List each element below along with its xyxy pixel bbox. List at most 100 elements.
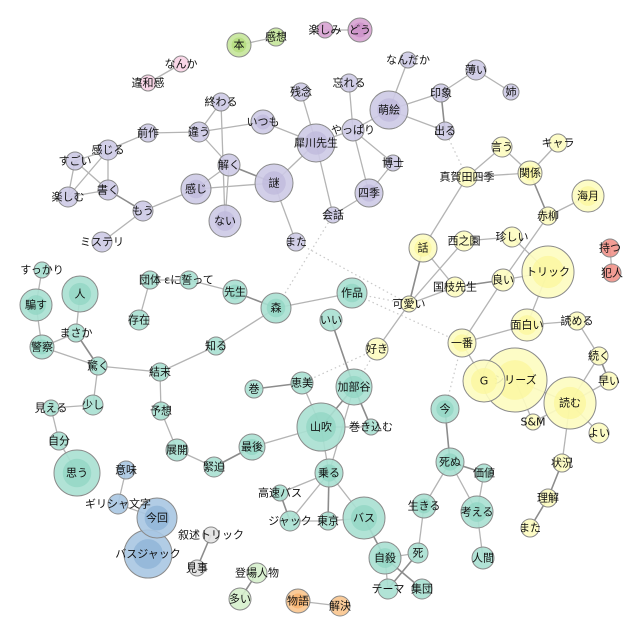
node-kawaii[interactable]: 可愛い: [393, 295, 426, 313]
node-yoi2[interactable]: 良い: [491, 268, 515, 292]
node-tanoshimu[interactable]: 楽しむ: [52, 186, 85, 208]
node-yomu[interactable]: 読む: [543, 376, 597, 430]
node-mata1[interactable]: また: [285, 232, 307, 252]
node-hito[interactable]: 人: [61, 275, 99, 313]
node-makikomu[interactable]: 巻き込む: [349, 418, 393, 436]
node-mou[interactable]: もう: [132, 200, 154, 222]
node-omoshiroi[interactable]: 面白い: [510, 308, 544, 342]
node-motsu[interactable]: 持つ: [599, 238, 621, 258]
node-tojo[interactable]: 登場人物: [235, 562, 279, 584]
node-chigau[interactable]: 違う: [188, 121, 210, 143]
node-mata2[interactable]: また: [519, 518, 541, 538]
node-G[interactable]: G: [462, 359, 506, 403]
node-ketsumatsu[interactable]: 結末: [149, 362, 171, 382]
node-omou[interactable]: 思う: [53, 449, 101, 497]
node-nai[interactable]: ない: [208, 204, 242, 238]
node-kaiwa[interactable]: 会話: [322, 206, 344, 224]
node-konkai[interactable]: 今回: [136, 497, 178, 539]
node-insho[interactable]: 印象: [430, 83, 452, 103]
node-wasureru[interactable]: 忘れる: [333, 73, 366, 93]
node-dou[interactable]: どう: [347, 17, 373, 43]
node-ii[interactable]: いい: [319, 308, 343, 332]
node-ikiru[interactable]: 生きる: [408, 493, 441, 519]
node-girisha[interactable]: ギリシャ文字: [85, 493, 151, 515]
node-hayai[interactable]: 早い: [598, 371, 620, 391]
node-monogatari[interactable]: 物語: [285, 588, 311, 614]
node-kachi[interactable]: 価値: [473, 463, 495, 483]
node-magata[interactable]: 真賀田四季: [440, 166, 495, 188]
node-basujakku[interactable]: バスジャック: [115, 529, 181, 579]
node-jojutsu[interactable]: 叙述トリック: [178, 526, 244, 544]
node-yomeru[interactable]: 読める: [561, 311, 594, 331]
node-kabeya[interactable]: 加部谷: [335, 368, 373, 406]
node-nanka[interactable]: なんか: [165, 55, 198, 73]
node-tema[interactable]: テーマ: [372, 578, 405, 600]
node-tenkai[interactable]: 展開: [165, 438, 189, 462]
node-shiki[interactable]: 四季: [354, 178, 384, 208]
node-suki[interactable]: 好き: [365, 337, 389, 361]
node-akayanagi[interactable]: 赤柳: [537, 206, 559, 226]
node-imi[interactable]: 意味: [115, 460, 137, 480]
node-kosokubasu[interactable]: 高速バス: [258, 484, 302, 502]
node-misuteri[interactable]: ミステリ: [80, 231, 124, 253]
node-keisatsu[interactable]: 警察: [29, 334, 55, 360]
node-mieru[interactable]: 見える: [35, 399, 68, 417]
node-yamabuki[interactable]: 山吹: [296, 402, 346, 452]
node-kan[interactable]: 巻: [244, 379, 264, 399]
node-saigo[interactable]: 最後: [238, 433, 266, 461]
node-deru[interactable]: 出る: [434, 121, 456, 141]
node-jakku[interactable]: ジャック: [268, 510, 312, 532]
node-tsuzuku[interactable]: 続く: [588, 346, 610, 366]
node-hanashi[interactable]: 話: [408, 233, 438, 263]
node-masaka[interactable]: まさか: [60, 323, 93, 343]
node-dantai[interactable]: 団体: [139, 270, 161, 290]
node-damasu[interactable]: 騙す: [19, 288, 53, 322]
node-rikai[interactable]: 理解: [537, 488, 559, 508]
node-hannin[interactable]: 犯人: [601, 263, 623, 283]
node-saikawa[interactable]: 犀川先生: [294, 123, 338, 163]
node-yappari[interactable]: やっぱり: [331, 118, 375, 142]
node-kanso[interactable]: 感想: [265, 27, 287, 47]
node-migoto[interactable]: 見事: [186, 559, 208, 577]
node-ehi[interactable]: εに誓って: [164, 270, 214, 290]
node-kangaeru[interactable]: 考える: [460, 495, 494, 529]
node-basu[interactable]: バス: [342, 496, 386, 540]
node-moe[interactable]: 萌絵: [369, 90, 409, 130]
node-sugoi[interactable]: すごい: [59, 151, 92, 171]
node-kanji[interactable]: 感じ: [180, 173, 212, 205]
node-sukkari[interactable]: すっかり: [20, 261, 64, 279]
node-shiru[interactable]: 知る: [205, 336, 227, 356]
node-sonzai[interactable]: 存在: [128, 309, 150, 331]
node-mori[interactable]: 森: [260, 292, 292, 324]
node-owaru[interactable]: 終わる: [205, 92, 238, 112]
node-shinu[interactable]: 死ぬ: [435, 447, 465, 477]
node-odoroku[interactable]: 驚く: [87, 356, 109, 376]
node-toku[interactable]: 解く: [217, 153, 241, 177]
node-noru[interactable]: 乗る: [314, 458, 344, 488]
node-tanoshimi[interactable]: 楽しみ: [309, 21, 342, 39]
node-yoso[interactable]: 予想: [150, 401, 172, 421]
node-shi[interactable]: 死: [407, 542, 429, 564]
node-ooi[interactable]: 多い: [228, 587, 252, 611]
node-ichiban[interactable]: 一番: [447, 328, 477, 358]
node-sm[interactable]: S&M: [520, 413, 546, 431]
node-usui[interactable]: 薄い: [465, 59, 487, 81]
node-hon[interactable]: 本: [226, 32, 252, 58]
node-kaku[interactable]: 書く: [97, 179, 119, 201]
node-kyara[interactable]: キャラ: [542, 133, 575, 153]
node-nazo[interactable]: 謎: [254, 163, 294, 203]
node-jibun[interactable]: 自分: [48, 431, 70, 451]
node-sukoshi[interactable]: 少し: [82, 394, 104, 416]
node-nishinosono[interactable]: 西之園: [448, 230, 481, 252]
node-kanjiru[interactable]: 感じる: [92, 139, 125, 161]
node-kaiketsu[interactable]: 解決: [329, 595, 351, 617]
node-zannen[interactable]: 残念: [290, 82, 312, 102]
node-shudan[interactable]: 集団: [411, 578, 433, 600]
node-iu[interactable]: 言う: [491, 136, 513, 158]
node-hakase[interactable]: 博士: [382, 154, 404, 172]
node-ima[interactable]: 今: [430, 394, 460, 424]
node-jisatsu[interactable]: 自殺: [368, 541, 402, 575]
node-tokyo[interactable]: 東京: [317, 511, 339, 531]
node-ningen[interactable]: 人間: [471, 546, 495, 570]
node-kankei[interactable]: 関係: [517, 160, 543, 186]
